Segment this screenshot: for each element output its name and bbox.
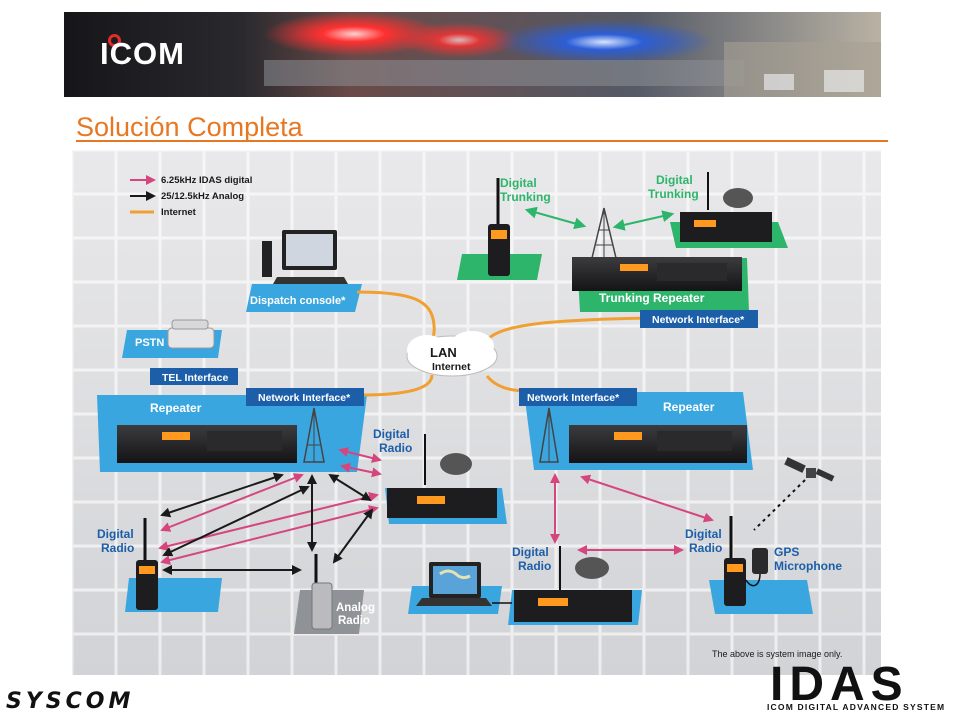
repeater-right-rack — [569, 425, 747, 463]
repeater-left-rack — [117, 425, 297, 463]
dispatch-console-computer — [262, 230, 348, 284]
network-interface-top-label: Network Interface* — [652, 314, 745, 326]
internet-repeater-left-lan — [361, 374, 434, 397]
trunking-link-left — [524, 206, 587, 230]
network-interface-top-tag — [640, 310, 758, 328]
legend-analog-label: 25/12.5kHz Analog — [161, 191, 244, 202]
digital-radio-left-handheld — [136, 518, 158, 610]
network-interface-left-label: Network Interface* — [258, 392, 351, 404]
syscom-logo: SYSCOM — [6, 689, 135, 714]
repeater-left-label: Repeater — [150, 401, 202, 415]
analog-radio-label-2: Radio — [338, 615, 370, 627]
repeater-right-tower — [539, 407, 559, 463]
digital-radio-bottom-unit — [514, 546, 632, 622]
gps-satellite-icon — [784, 457, 835, 482]
trunking-left-radio — [488, 178, 510, 276]
digital-radio-bottom-label-1: Digital — [512, 545, 549, 559]
network-interface-left-tag — [246, 388, 364, 406]
laptop-computer — [416, 562, 492, 606]
idas-tagline: ICOM DIGITAL ADVANCED SYSTEM — [767, 702, 946, 712]
digital-radio-left-label-1: Digital — [97, 527, 134, 541]
legend-idas-label: 6.25kHz IDAS digital — [161, 175, 252, 186]
digital-radio-bottom-label-2: Radio — [518, 559, 551, 573]
analog-radio-label-1: Analog — [336, 602, 375, 614]
legend: 6.25kHz IDAS digital 25/12.5kHz Analog I… — [130, 175, 252, 218]
digital-radio-right-label-2: Radio — [689, 541, 722, 555]
trunking-right-label-1: Digital — [656, 173, 693, 187]
gps-microphone-label: Microphone — [774, 559, 842, 573]
tel-interface-tag — [150, 368, 238, 385]
idas-logo: IDAS — [770, 660, 909, 704]
slide-title: Solución Completa — [76, 112, 303, 142]
repeater-left-tower — [303, 407, 325, 463]
diagram-disclaimer: The above is system image only. — [712, 649, 842, 659]
dispatch-console-platform — [246, 284, 362, 312]
pstn-telephone — [167, 319, 215, 349]
brand-logo-mark — [108, 34, 121, 47]
idas-logo-text: IDAS — [770, 660, 909, 704]
trunking-left-label-2: Trunking — [500, 190, 551, 204]
lan-label: LAN — [430, 345, 457, 360]
digital-radio-right-handheld — [724, 516, 768, 606]
gps-satellite-link — [753, 479, 806, 531]
repeater-right-label: Repeater — [663, 400, 715, 414]
digital-radio-center-label-1: Digital — [373, 427, 410, 441]
trunking-right-mobile-radio — [680, 172, 772, 242]
system-diagram: 6.25kHz IDAS digital 25/12.5kHz Analog I… — [72, 150, 881, 675]
dispatch-console-label: Dispatch console* — [250, 295, 346, 307]
analog-links — [160, 472, 374, 575]
digital-radio-right-label-1: Digital — [685, 527, 722, 541]
network-interface-right-label: Network Interface* — [527, 392, 620, 404]
pstn-label: PSTN — [135, 337, 164, 349]
lan-cloud: LAN Internet — [406, 331, 498, 377]
digital-radio-left-label-2: Radio — [101, 541, 134, 555]
trunking-repeater-label: Trunking Repeater — [599, 291, 705, 305]
internet-cloud-label: Internet — [432, 361, 471, 373]
trunking-left-label-1: Digital — [500, 176, 537, 190]
digital-radio-center-unit — [387, 434, 497, 518]
network-interface-right-tag — [519, 388, 637, 406]
police-lights-photo — [64, 12, 881, 97]
gps-label: GPS — [774, 545, 799, 559]
legend-internet-label: Internet — [161, 207, 197, 218]
tel-interface-label: TEL Interface — [162, 372, 228, 384]
title-underline — [76, 140, 888, 142]
trunking-right-label-2: Trunking — [648, 187, 699, 201]
trunking-link-right — [612, 210, 675, 231]
brand-logo: ICOM — [100, 36, 185, 71]
digital-radio-center-label-2: Radio — [379, 441, 412, 455]
header-banner: ICOM — [64, 12, 881, 97]
trunking-repeater-rack — [572, 257, 742, 291]
